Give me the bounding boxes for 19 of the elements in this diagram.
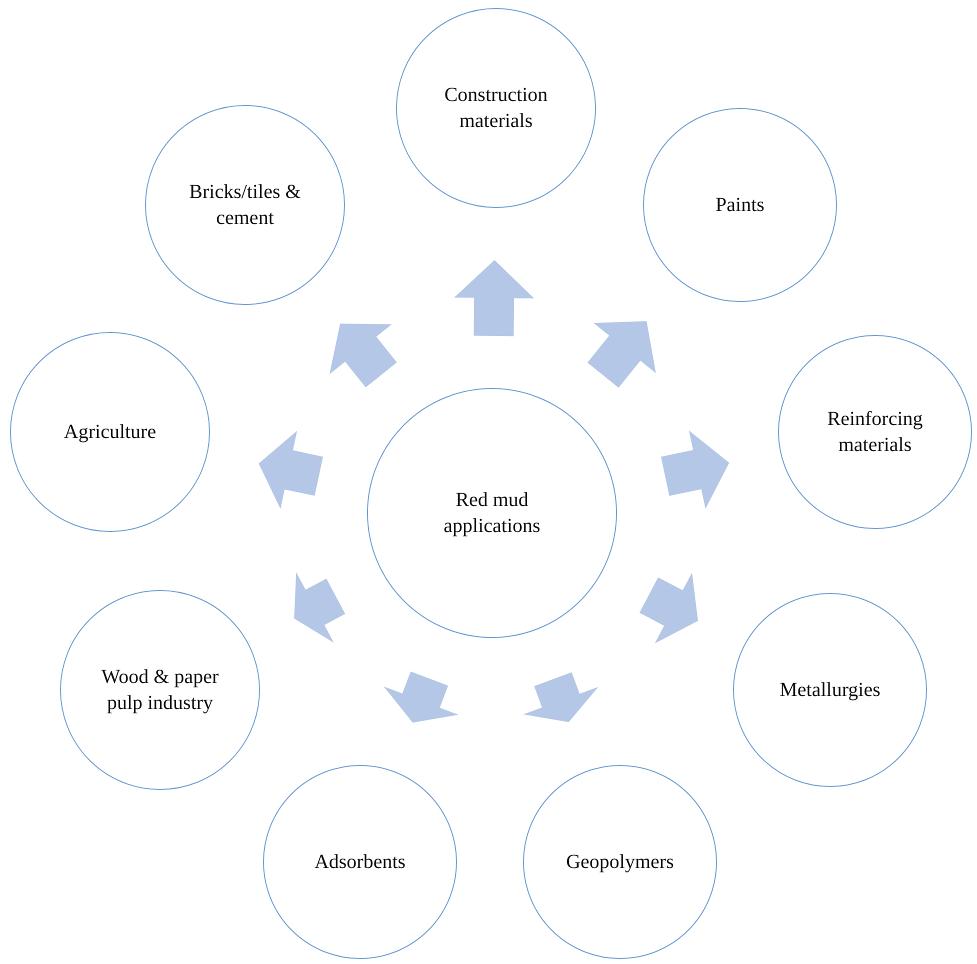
- block-arrow: [587, 321, 656, 388]
- node-label: Red mud applications: [442, 488, 542, 539]
- block-arrow: [661, 430, 730, 509]
- node-label: Paints: [716, 193, 764, 218]
- node-label: Reinforcing materials: [826, 407, 924, 458]
- block-arrow: [330, 324, 397, 388]
- block-arrow: [384, 672, 458, 723]
- block-arrow: [294, 572, 346, 643]
- block-arrow: [523, 672, 598, 722]
- node-label: Wood & paper pulp industry: [100, 665, 220, 716]
- block-arrow: [454, 260, 534, 336]
- node-label: Construction materials: [443, 83, 549, 134]
- node-label: Adsorbents: [314, 850, 406, 875]
- block-arrow: [258, 430, 323, 509]
- node-label: Bricks/tiles & cement: [188, 180, 302, 231]
- block-arrow: [640, 572, 698, 644]
- node-label: Agriculture: [64, 420, 156, 445]
- node-label: Metallurgies: [780, 678, 880, 703]
- node-label: Geopolymers: [566, 850, 674, 875]
